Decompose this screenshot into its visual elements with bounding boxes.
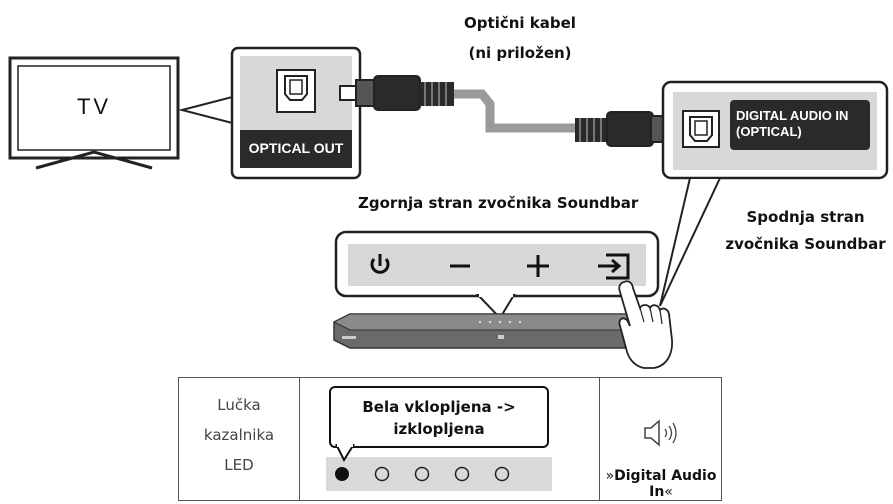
bubble-line1: Bela vklopljena -> — [362, 398, 516, 416]
mode-suffix: « — [664, 484, 673, 500]
mode-name: Digital Audio In — [614, 468, 717, 500]
optical-port-icon — [276, 69, 316, 113]
power-icon — [370, 254, 390, 274]
cable-title-line1: Optični kabel — [464, 14, 576, 32]
bottom-side-label: Spodnja stran zvočnika Soundbar — [718, 204, 893, 258]
led-status-bubble: Bela vklopljena -> izklopljena — [329, 386, 549, 448]
bottom-side-callout — [659, 177, 722, 307]
led-indicator-table: Lučka kazalnika LED Bela vklopljena -> i… — [178, 377, 722, 501]
led-label-line1: Lučka — [217, 396, 261, 414]
led-label-line3: LED — [224, 456, 254, 474]
tv — [8, 56, 180, 170]
optical-out-panel — [230, 46, 362, 180]
bottom-side-label-line1: Spodnja stran — [746, 208, 865, 226]
led-dot-off — [374, 466, 390, 482]
tv-callout — [178, 94, 237, 126]
optical-cable — [339, 75, 680, 147]
led-dot-off — [414, 466, 430, 482]
source-input-icon — [598, 253, 630, 280]
digital-audio-in-panel — [661, 80, 889, 180]
mode-label: »Digital Audio In« — [599, 468, 723, 500]
speaker-icon — [644, 419, 677, 447]
top-control-panel — [334, 230, 660, 298]
soundbar — [332, 313, 662, 349]
optical-out-label: OPTICAL OUT — [248, 140, 344, 156]
hand-pointer-icon — [618, 280, 673, 369]
led-dots — [335, 466, 510, 482]
digital-audio-in-line2: (OPTICAL) — [736, 124, 802, 139]
optical-port-icon — [682, 110, 720, 148]
volume-up-icon — [527, 255, 549, 277]
bottom-side-label-line2: zvočnika Soundbar — [725, 235, 886, 253]
led-dot-off — [454, 466, 470, 482]
bubble-line2: izklopljena — [393, 420, 485, 438]
digital-audio-in-label: DIGITAL AUDIO IN (OPTICAL) — [736, 108, 848, 140]
led-dot-off — [494, 466, 510, 482]
table-divider — [299, 378, 300, 500]
bubble-pointer — [335, 444, 355, 462]
digital-audio-in-line1: DIGITAL AUDIO IN — [736, 108, 849, 123]
led-dot-on — [335, 467, 349, 481]
led-label-line2: kazalnika — [203, 426, 275, 444]
cable-title-line2: (ni priložen) — [468, 44, 572, 62]
tv-label: TV — [76, 94, 112, 119]
led-strip — [326, 457, 552, 491]
mode-prefix: » — [605, 468, 615, 484]
led-indicator-label: Lučka kazalnika LED — [179, 390, 299, 480]
top-side-label: Zgornja stran zvočnika Soundbar — [358, 194, 639, 212]
cable-title: Optični kabel (ni priložen) — [430, 8, 610, 68]
table-divider — [599, 378, 600, 500]
